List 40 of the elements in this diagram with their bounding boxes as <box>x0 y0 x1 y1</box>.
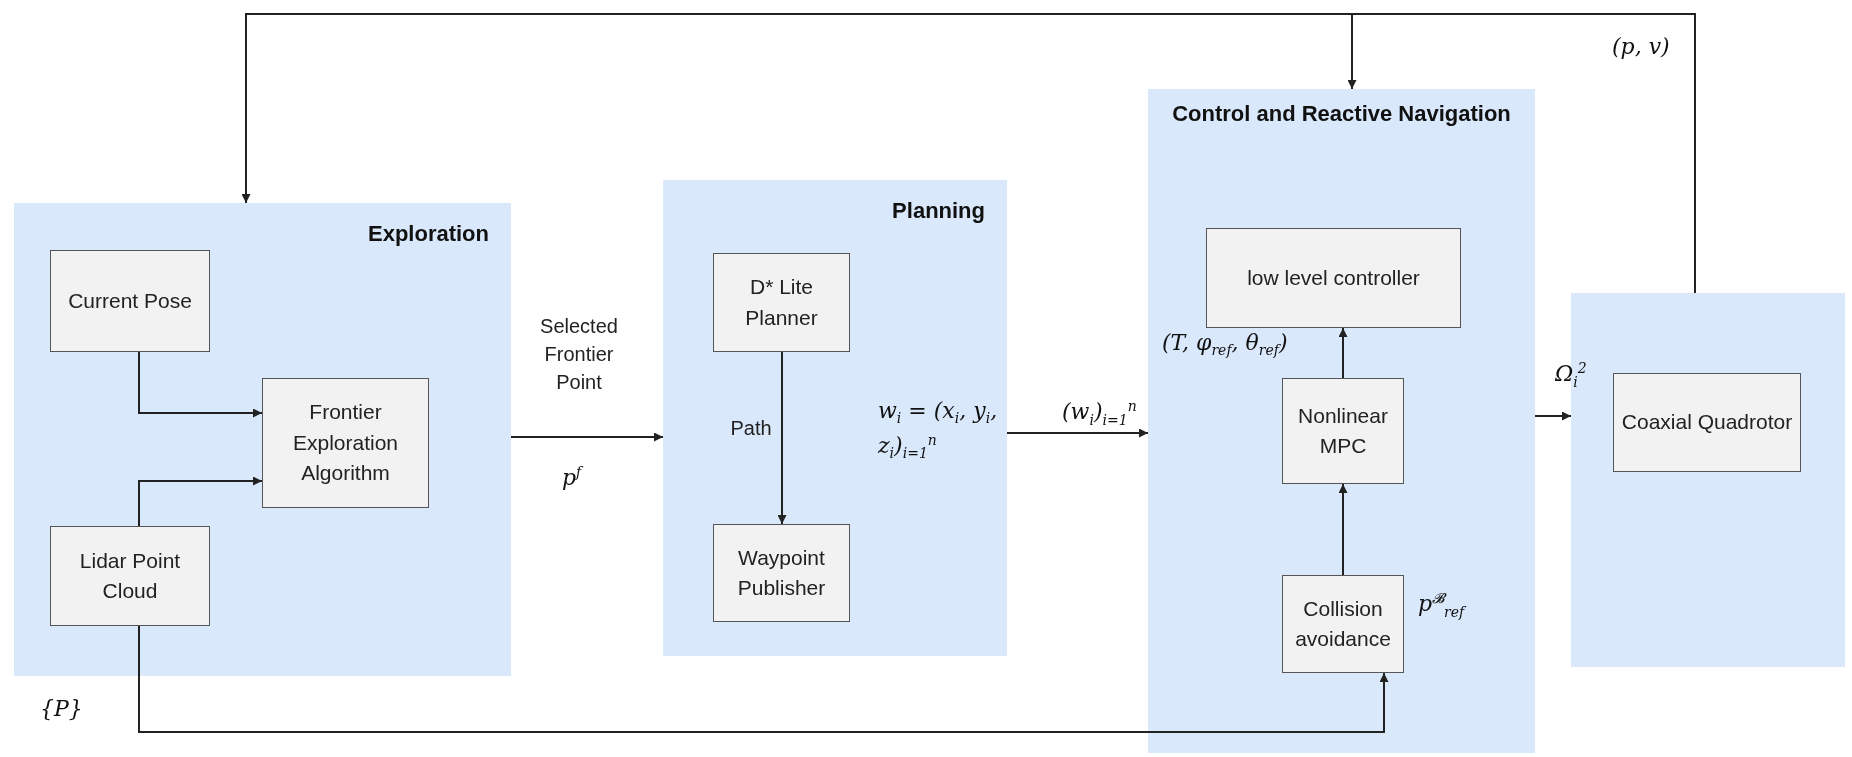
process-box <box>1613 373 1801 472</box>
arrow <box>138 351 263 418</box>
group-panel <box>1571 293 1845 667</box>
box-label: low level controller <box>1247 264 1420 291</box>
arrow <box>1338 327 1348 379</box>
edge-label: {P} <box>40 696 83 721</box>
arrow <box>138 476 263 527</box>
group-title: Exploration <box>368 221 489 247</box>
box-label: Current Pose <box>68 287 192 314</box>
arrow <box>1338 483 1348 576</box>
arrow <box>1006 428 1149 438</box>
process-box <box>50 526 210 626</box>
group-panel <box>663 180 1007 656</box>
process-box <box>50 250 210 352</box>
math-label: p$^{f}$ <box>562 464 582 491</box>
group-title: Planning <box>892 198 985 224</box>
edge-label: Selected Frontier Point <box>539 314 619 395</box>
group-title: Control and Reactive Navigation <box>1171 101 1512 127</box>
group-panel <box>14 203 511 676</box>
box-label: Frontier Exploration Algorithm <box>291 399 400 487</box>
process-box <box>1206 228 1461 328</box>
process-box <box>1282 378 1404 484</box>
group-panel <box>1148 89 1535 753</box>
arrow <box>777 351 787 525</box>
box-label: Nonlinear MPC <box>1297 402 1389 459</box>
arrow <box>1534 411 1572 421</box>
box-label: Coaxial Quadrotor <box>1621 409 1793 436</box>
edge-label: (T, φ$_{ref}$, θ$_{ref}$) <box>1162 330 1288 359</box>
arrow <box>138 625 1389 733</box>
process-box <box>262 378 429 508</box>
edge-label: Path <box>729 416 773 441</box>
box-label: Waypoint Publisher <box>736 544 827 601</box>
box-label: Lidar Point Cloud <box>78 547 182 604</box>
process-box <box>713 524 850 622</box>
edge-label: (p, v) <box>1612 34 1670 59</box>
process-box <box>1282 575 1404 673</box>
box-label: D* Lite Planner <box>744 274 819 331</box>
process-box <box>713 253 850 352</box>
arrow <box>510 432 664 442</box>
box-label: Collision avoidance <box>1294 595 1392 652</box>
